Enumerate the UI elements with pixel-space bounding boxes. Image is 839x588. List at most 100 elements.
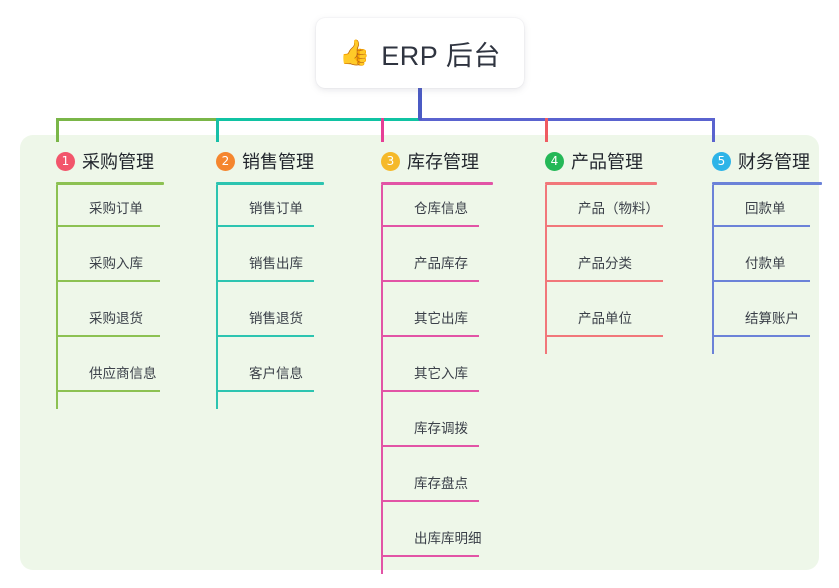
branch-header-2[interactable]: 2 销售管理 bbox=[198, 148, 314, 174]
branch-item-rule bbox=[381, 280, 479, 282]
branch-item[interactable]: 供应商信息 bbox=[56, 350, 174, 405]
branch-trunk-line bbox=[381, 185, 383, 574]
branch-number-badge: 4 bbox=[545, 151, 564, 171]
content-panel bbox=[20, 135, 819, 570]
branch-item-label: 采购退货 bbox=[89, 311, 143, 326]
branch-trunk-line bbox=[545, 185, 547, 354]
branch-item[interactable]: 结算账户 bbox=[712, 295, 824, 350]
branch-item-label: 结算账户 bbox=[745, 311, 799, 326]
branch-item-label: 库存盘点 bbox=[414, 476, 468, 491]
thumbs-up-icon: 👍 bbox=[339, 38, 371, 67]
branch-item-rule bbox=[56, 225, 160, 227]
branch-header-rule bbox=[381, 182, 493, 185]
branch-item[interactable]: 采购入库 bbox=[56, 240, 174, 295]
branch-item-rule bbox=[216, 280, 314, 282]
branch-item[interactable]: 其它入库 bbox=[381, 350, 493, 405]
branch-item-rule bbox=[381, 225, 479, 227]
branch-item-label: 销售出库 bbox=[249, 256, 303, 271]
branch-item[interactable]: 产品库存 bbox=[381, 240, 493, 295]
branch-item-rule bbox=[216, 390, 314, 392]
branch-item-rule bbox=[56, 280, 160, 282]
branch-item[interactable]: 客户信息 bbox=[216, 350, 328, 405]
branch-item-label: 出库库明细 bbox=[414, 531, 482, 546]
branch-item-label: 采购订单 bbox=[89, 201, 143, 216]
branch-item-label: 销售退货 bbox=[249, 311, 303, 326]
branch-item-rule bbox=[545, 280, 663, 282]
branch-header-rule bbox=[712, 182, 822, 185]
bus-left bbox=[56, 118, 216, 121]
branch-item-rule bbox=[712, 280, 810, 282]
branch-item-rule bbox=[712, 225, 810, 227]
branch-item[interactable]: 回款单 bbox=[712, 185, 824, 240]
branch-header-rule bbox=[56, 182, 164, 185]
branch-item-label: 产品分类 bbox=[578, 256, 632, 271]
branch-item-rule bbox=[381, 390, 479, 392]
branch-column-3: 3 库存管理仓库信息产品库存其它出库其它入库库存调拨库存盘点出库库明细 bbox=[363, 148, 493, 574]
branch-number-badge: 1 bbox=[56, 151, 75, 171]
branch-item[interactable]: 采购订单 bbox=[56, 185, 174, 240]
branch-title: 销售管理 bbox=[242, 152, 314, 172]
branch-item-rule bbox=[545, 225, 663, 227]
root-node[interactable]: 👍 ERP 后台 bbox=[316, 18, 524, 88]
branch-item[interactable]: 其它出库 bbox=[381, 295, 493, 350]
branch-item[interactable]: 销售出库 bbox=[216, 240, 328, 295]
branch-title: 财务管理 bbox=[738, 152, 810, 172]
branch-item[interactable]: 仓库信息 bbox=[381, 185, 493, 240]
branch-drop-2 bbox=[216, 118, 219, 142]
branch-item-label: 付款单 bbox=[745, 256, 786, 271]
branch-item-rule bbox=[56, 390, 160, 392]
branch-item-label: 销售订单 bbox=[249, 201, 303, 216]
branch-item-label: 仓库信息 bbox=[414, 201, 468, 216]
branch-item[interactable]: 销售退货 bbox=[216, 295, 328, 350]
branch-item-rule bbox=[381, 555, 479, 557]
branch-item-label: 其它入库 bbox=[414, 366, 468, 381]
bus-right bbox=[419, 118, 715, 121]
branch-title: 库存管理 bbox=[407, 152, 479, 172]
branch-drop-3 bbox=[381, 118, 384, 142]
branch-item-rule bbox=[381, 335, 479, 337]
branch-header-4[interactable]: 4 产品管理 bbox=[527, 148, 643, 174]
branch-item-rule bbox=[56, 335, 160, 337]
branch-number-badge: 2 bbox=[216, 151, 235, 171]
branch-drop-1 bbox=[56, 118, 59, 142]
branch-item-rule bbox=[712, 335, 810, 337]
branch-trunk-line bbox=[216, 185, 218, 409]
branch-trunk-line bbox=[712, 185, 714, 354]
branch-drop-5 bbox=[712, 118, 715, 142]
branch-item[interactable]: 出库库明细 bbox=[381, 515, 493, 570]
branch-item[interactable]: 采购退货 bbox=[56, 295, 174, 350]
branch-item[interactable]: 产品（物料） bbox=[545, 185, 677, 240]
bus-mid bbox=[216, 118, 420, 121]
branch-item[interactable]: 付款单 bbox=[712, 240, 824, 295]
branch-item-rule bbox=[545, 335, 663, 337]
branch-item-rule bbox=[216, 225, 314, 227]
branch-item-rule bbox=[216, 335, 314, 337]
branch-header-3[interactable]: 3 库存管理 bbox=[363, 148, 479, 174]
branch-item-rule bbox=[381, 445, 479, 447]
branch-item-label: 产品（物料） bbox=[578, 201, 659, 216]
branch-item[interactable]: 产品单位 bbox=[545, 295, 677, 350]
branch-item[interactable]: 库存盘点 bbox=[381, 460, 493, 515]
branch-number-badge: 3 bbox=[381, 151, 400, 171]
branch-item-label: 供应商信息 bbox=[89, 366, 157, 381]
branch-item[interactable]: 库存调拨 bbox=[381, 405, 493, 460]
branch-drop-4 bbox=[545, 118, 548, 142]
branch-item-label: 库存调拨 bbox=[414, 421, 468, 436]
branch-item[interactable]: 产品分类 bbox=[545, 240, 677, 295]
branch-title: 产品管理 bbox=[571, 152, 643, 172]
branch-item-rule bbox=[381, 500, 479, 502]
branch-header-rule bbox=[216, 182, 324, 185]
branch-item-label: 产品单位 bbox=[578, 311, 632, 326]
branch-item-label: 回款单 bbox=[745, 201, 786, 216]
root-stem bbox=[418, 87, 422, 120]
branch-item-label: 产品库存 bbox=[414, 256, 468, 271]
branch-trunk-line bbox=[56, 185, 58, 409]
branch-item[interactable]: 销售订单 bbox=[216, 185, 328, 240]
branch-item-label: 采购入库 bbox=[89, 256, 143, 271]
